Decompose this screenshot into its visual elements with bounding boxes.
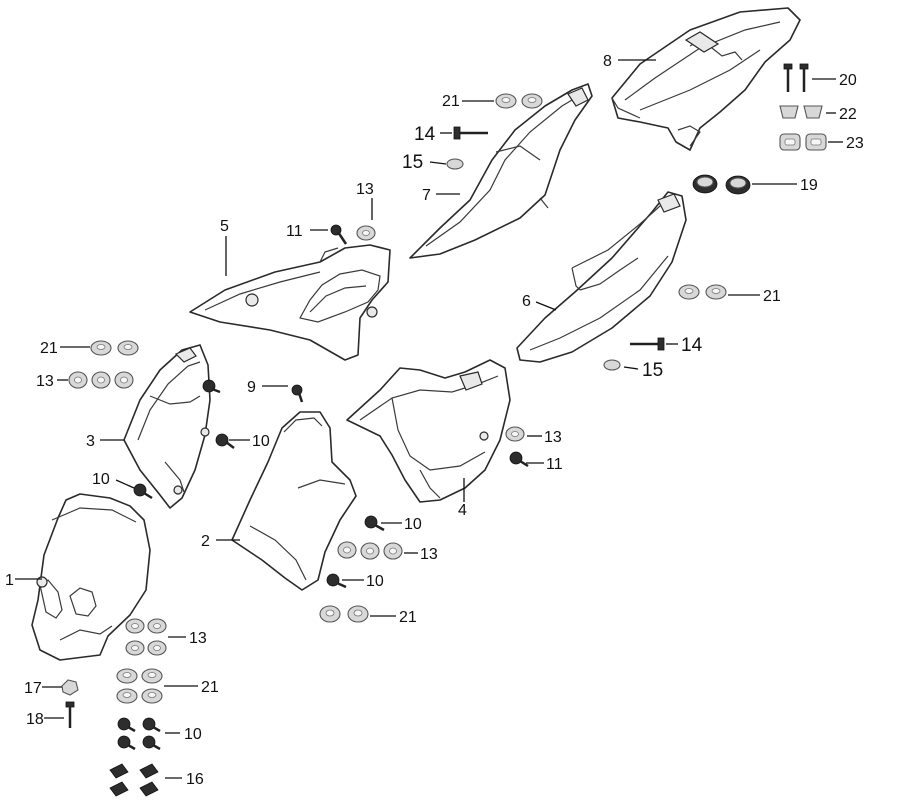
washers-21-mid (319, 605, 369, 623)
callout-10-e: 10 (184, 726, 202, 743)
grommets-13-mid (337, 541, 403, 560)
washers-21-right (678, 284, 727, 300)
clip-15-top (446, 158, 464, 170)
callout-20: 20 (839, 72, 857, 89)
callout-15-b: 15 (642, 360, 663, 381)
callout-labels: 1 2 3 4 5 6 7 8 9 10 10 10 10 10 10 11 1… (5, 53, 864, 788)
callout-21-a: 21 (442, 93, 460, 110)
callout-14-b: 14 (681, 335, 703, 356)
callout-13-a: 13 (356, 181, 374, 198)
part-side-cover-left (409, 83, 593, 259)
callout-10-a: 10 (252, 433, 270, 450)
callout-8: 8 (603, 53, 612, 70)
screw-14-right (630, 337, 665, 351)
collars-22 (779, 105, 823, 119)
callout-9: 9 (247, 379, 256, 396)
callout-13-c: 13 (544, 429, 562, 446)
washers-21-bottom (116, 668, 163, 704)
bolt-11-lower (509, 451, 529, 468)
part-radiator-scoop (346, 359, 511, 503)
clip-15-right (603, 359, 621, 371)
callout-21-e: 21 (201, 679, 219, 696)
callout-14-a: 14 (414, 124, 436, 145)
part-front-cowl (123, 344, 211, 509)
nut-17 (61, 679, 79, 696)
callout-6: 6 (522, 293, 531, 310)
callout-21-d: 21 (399, 609, 417, 626)
bolts-20 (783, 63, 809, 92)
callout-21-b: 21 (763, 288, 781, 305)
callout-21-c: 21 (40, 340, 58, 357)
grommet-13-mid (505, 426, 525, 442)
grommet-13-upper (356, 225, 376, 241)
bolt-10-c (364, 515, 385, 532)
bolt-11-upper (330, 224, 348, 245)
leader-lines (15, 59, 843, 779)
callout-2: 2 (201, 533, 210, 550)
callout-16: 16 (186, 771, 204, 788)
bolt-10-d (326, 573, 347, 589)
grommets-19 (692, 174, 751, 195)
grommets-13-bottom (125, 618, 167, 656)
callout-4: 4 (458, 502, 467, 519)
callout-17: 17 (24, 680, 42, 697)
washers-21-left (90, 340, 139, 356)
grommets-13-left (68, 371, 134, 389)
callout-18: 18 (26, 711, 44, 728)
part-side-cover-right (516, 191, 687, 363)
callout-11-a: 11 (286, 223, 303, 240)
part-headlight-cowl (31, 493, 151, 661)
bolt-10-a (215, 433, 235, 449)
part-lower-cowl (231, 411, 357, 591)
bolt-18 (65, 701, 75, 728)
callout-22: 22 (839, 106, 857, 123)
callout-10-c: 10 (404, 516, 422, 533)
callout-23: 23 (846, 135, 864, 152)
callout-10-d: 10 (366, 573, 384, 590)
bolts-9 (202, 379, 304, 403)
washers-21-top (495, 93, 543, 109)
part-tank-shroud (189, 244, 391, 361)
callout-11-b: 11 (546, 456, 563, 473)
bolt-10-b (133, 483, 153, 500)
part-rear-fender (611, 7, 801, 151)
callout-15-a: 15 (402, 152, 423, 173)
callout-3: 3 (86, 433, 95, 450)
screw-14-top (453, 126, 488, 140)
callout-19: 19 (800, 177, 818, 194)
rubbers-23 (779, 133, 827, 151)
clips-16 (109, 763, 159, 797)
bolts-10-bottom (117, 717, 161, 751)
callout-5: 5 (220, 218, 229, 235)
callout-13-b: 13 (36, 373, 54, 390)
callout-10-b: 10 (92, 471, 110, 488)
callout-13-e: 13 (189, 630, 207, 647)
callout-7: 7 (422, 187, 431, 204)
callout-1: 1 (5, 572, 14, 589)
callout-13-d: 13 (420, 546, 438, 563)
